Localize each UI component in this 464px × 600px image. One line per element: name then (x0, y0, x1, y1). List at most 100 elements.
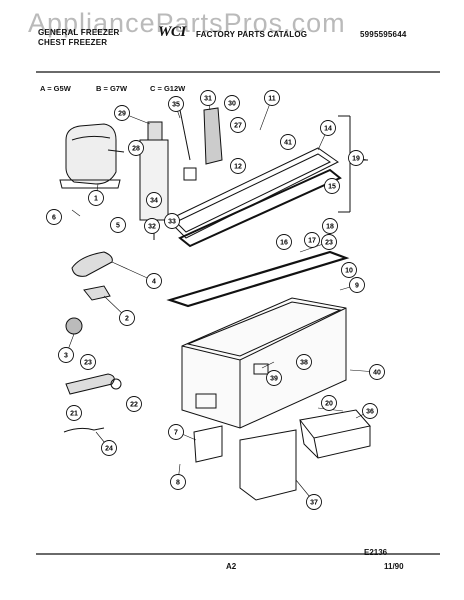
callout-37: 37 (306, 494, 322, 510)
cord-drawing (63, 427, 105, 433)
callout-circle (66, 405, 82, 421)
callout-34: 34 (146, 192, 162, 208)
light-assembly-drawing (65, 373, 115, 395)
callout-circle (322, 218, 338, 234)
callout-circle (230, 158, 246, 174)
callout-36: 36 (362, 403, 378, 419)
callout-20: 20 (321, 395, 337, 411)
callout-label: 22 (130, 402, 138, 409)
revision-date: 11/90 (384, 562, 404, 571)
legend-b: B = G7W (96, 84, 128, 93)
callout-label: 19 (352, 156, 360, 163)
callout-label: 1 (94, 196, 98, 203)
callout-label: 33 (168, 219, 176, 226)
callout-label: 9 (355, 283, 359, 290)
callout-label: 8 (176, 480, 180, 487)
site-watermark: AppliancePartsPros.com (28, 8, 346, 38)
callout-6: 6 (46, 209, 62, 225)
callout-circle (266, 370, 282, 386)
callout-circle (170, 474, 186, 490)
callout-label: 17 (308, 238, 316, 245)
callout-label: 21 (70, 411, 78, 418)
callout-4: 4 (146, 273, 162, 289)
callout-circle (304, 232, 320, 248)
basket-drawing (299, 409, 371, 459)
callout-22: 22 (126, 396, 142, 412)
callout-circle (128, 140, 144, 156)
callout-label: 27 (234, 123, 242, 130)
callout-18: 18 (322, 218, 338, 234)
callout-5: 5 (110, 217, 126, 233)
callout-16: 16 (276, 234, 292, 250)
callout-23: 23 (80, 354, 96, 370)
callout-circle (200, 90, 216, 106)
callout-label: 18 (326, 224, 334, 231)
callout-2: 2 (119, 310, 135, 326)
grille-drawing (239, 429, 297, 501)
callout-label: 36 (366, 409, 374, 416)
callout-label: 12 (234, 164, 242, 171)
callout-circle (306, 494, 322, 510)
callout-15: 15 (324, 178, 340, 194)
callout-3: 3 (58, 347, 74, 363)
callout-19: 19 (348, 150, 364, 166)
callout-label: 35 (172, 102, 180, 109)
callout-circle (46, 209, 62, 225)
legend-a: A = G5W (40, 84, 71, 93)
callout-circle (369, 364, 385, 380)
callout-label: 7 (174, 430, 178, 437)
knob-drawing (65, 317, 83, 335)
callout-circle (168, 424, 184, 440)
thermostat-drawing (83, 285, 111, 301)
callout-27: 27 (230, 117, 246, 133)
callout-label: 20 (325, 401, 333, 408)
callout-circle (146, 273, 162, 289)
callout-32: 32 (144, 218, 160, 234)
callout-circle (276, 234, 292, 250)
callout-circle (101, 440, 117, 456)
callout-label: 23 (84, 360, 92, 367)
callout-29: 29 (114, 105, 130, 121)
catalog-brand: GENERAL FREEZER (38, 28, 120, 37)
callout-circle (119, 310, 135, 326)
callout-1: 1 (88, 190, 104, 206)
callout-label: 5 (116, 223, 120, 230)
lid-assembly-drawing (167, 107, 368, 248)
callout-39: 39 (266, 370, 282, 386)
callout-circle (58, 347, 74, 363)
callout-label: 29 (118, 111, 126, 118)
callout-24: 24 (101, 440, 117, 456)
callout-label: 38 (300, 360, 308, 367)
callout-label: 2 (125, 316, 129, 323)
callout-label: 37 (310, 500, 318, 507)
callout-30: 30 (224, 95, 240, 111)
callout-17: 17 (304, 232, 320, 248)
callout-circle (280, 134, 296, 150)
callout-label: 32 (148, 224, 156, 231)
callout-label: 10 (345, 268, 353, 275)
callout-circle (264, 90, 280, 106)
callout-40: 40 (369, 364, 385, 380)
callout-label: 4 (152, 279, 156, 286)
callout-41: 41 (280, 134, 296, 150)
drawing-id: E2136 (364, 548, 388, 557)
callout-label: 24 (105, 446, 113, 453)
callout-label: 31 (204, 96, 212, 103)
callout-label: 14 (324, 126, 332, 133)
callout-circle (320, 120, 336, 136)
callout-label: 15 (328, 184, 336, 191)
callout-circle (321, 395, 337, 411)
callout-11: 11 (264, 90, 280, 106)
callout-circle (224, 95, 240, 111)
callout-circle (349, 277, 365, 293)
callout-33: 33 (164, 213, 180, 229)
callout-7: 7 (168, 424, 184, 440)
callout-circle (321, 234, 337, 250)
catalog-title: FACTORY PARTS CATALOG (196, 30, 308, 39)
cabinet-drawing (181, 297, 347, 429)
callout-8: 8 (170, 474, 186, 490)
callout-9: 9 (349, 277, 365, 293)
callout-10: 10 (341, 262, 357, 278)
